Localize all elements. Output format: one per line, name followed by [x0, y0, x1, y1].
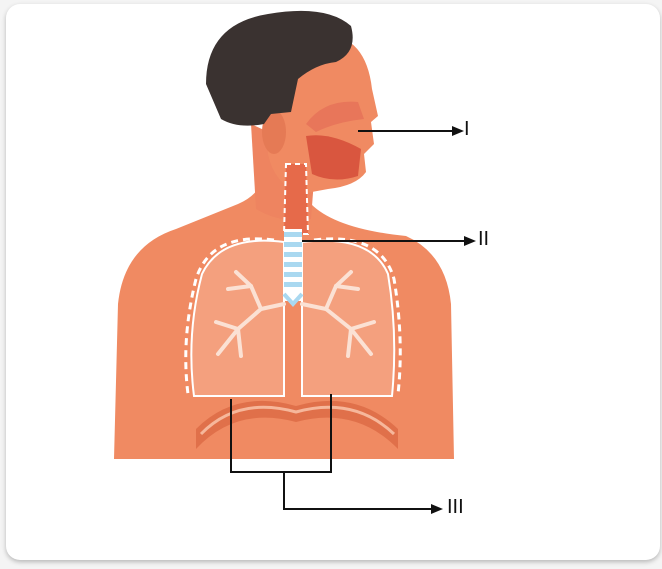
diagram-card: I II III: [6, 4, 660, 560]
airway: [284, 164, 308, 234]
pointer-line-iii: [284, 472, 431, 509]
arrowhead-i: [452, 126, 464, 136]
respiratory-illustration: [6, 4, 660, 560]
trachea: [284, 229, 302, 304]
arrowhead-iii: [431, 504, 443, 514]
label-i: I: [464, 118, 470, 141]
right-lung: [302, 241, 394, 396]
label-iii: III: [447, 496, 464, 519]
arrowhead-ii: [464, 236, 476, 246]
label-ii: II: [478, 228, 489, 251]
